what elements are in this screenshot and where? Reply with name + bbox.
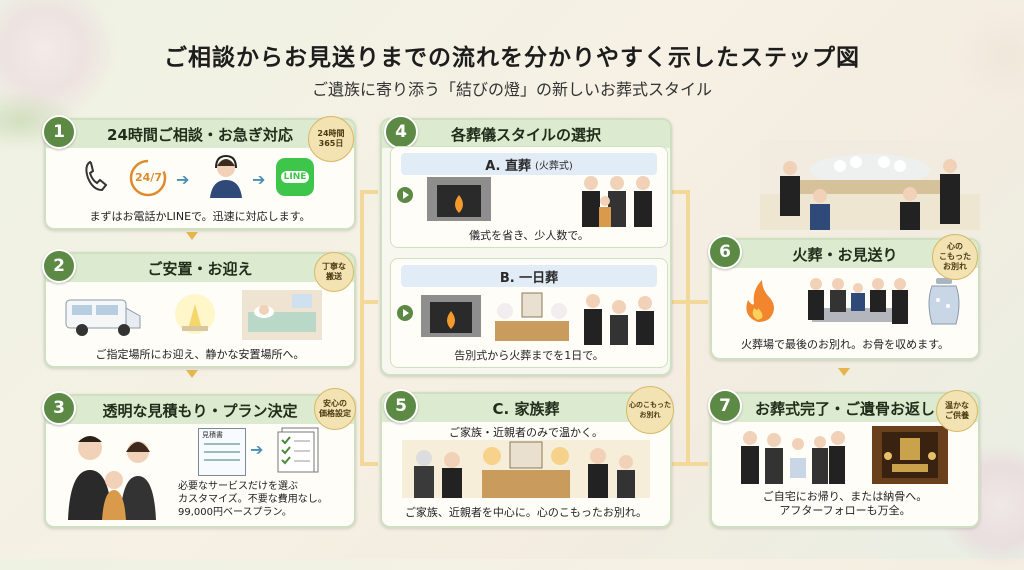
arrow-right-icon: ➔ (176, 170, 190, 189)
bed-icon (242, 290, 322, 340)
step-5-caption: ご家族、近親者を中心に。心のこもったお別れ。 (404, 506, 648, 519)
connector-line (360, 300, 378, 304)
step-4-title: 各葬儀スタイルの選択 (382, 120, 670, 148)
page-title: ご相談からお見送りまでの流れを分かりやすく示したステップ図 (164, 45, 860, 71)
step-number-6: 6 (708, 235, 742, 269)
step-card-5: C. 家族葬 ご家族・近親者のみで温かく。 ご家族、近親者を中心に。心のこもった… (380, 392, 672, 528)
step-1-caption: まずはお電話かLINEで。迅速に対応します。 (89, 210, 311, 223)
badge-24h: 24時間 365日 (308, 116, 354, 162)
step-5-top-caption: ご家族・近親者のみで温かく。 (449, 426, 603, 439)
line-app-label: LINE (280, 171, 310, 183)
connector-line (686, 190, 690, 465)
style-b-caption: 告別式から火葬までを1日で。 (454, 349, 604, 362)
step-number-3: 3 (42, 391, 76, 425)
mourners-icon (579, 291, 661, 345)
step-card-3: 透明な見積もり・プラン決定 見積書 ➔ 必要なサービスだけを選ぶ カスタマイズ。… (44, 394, 356, 528)
connector-line (670, 190, 690, 194)
arrow-right-icon: ➔ (250, 440, 264, 459)
step-3-caption: 必要なサービスだけを選ぶ カスタマイズ。不要な費用なし。 99,000円ベースプ… (178, 481, 328, 518)
play-icon (397, 305, 413, 321)
step-number-2: 2 (42, 249, 76, 283)
badge-careful-transport: 丁寧な 搬送 (314, 252, 354, 292)
play-icon (397, 187, 413, 203)
arrow-right-icon: ➔ (252, 170, 266, 189)
connector-line (360, 462, 378, 466)
badge-farewell: 心の こもった お別れ (932, 234, 978, 280)
arrow-down-icon (838, 368, 850, 376)
cremation-furnace-icon (427, 177, 491, 221)
clock-247-icon: 24/7 (126, 158, 170, 198)
style-b-title: B. 一日葬 (401, 265, 657, 287)
light-icon (172, 292, 218, 338)
step-card-2: ご安置・お迎え ご指定場所にお迎え、静かな安置場所へ。 (44, 252, 356, 368)
step-number-7: 7 (708, 389, 742, 423)
doc-line (204, 451, 240, 453)
style-a-sub: (火葬式) (534, 160, 573, 172)
family-funeral-scene-icon (402, 440, 650, 498)
step-2-title: ご安置・お迎え (46, 254, 354, 282)
estimate-document-icon: 見積書 (198, 428, 246, 476)
phone-icon (82, 158, 112, 194)
flame-icon (740, 278, 776, 324)
operator-icon (204, 152, 248, 198)
step-card-1: 24時間ご相談・お急ぎ対応 24/7 ➔ ➔ LINE まずはお電話かLINEで… (44, 118, 356, 230)
checklist-icon (274, 426, 324, 474)
badge-warm-memorial: 温かな ご供養 (936, 390, 978, 432)
style-a-title: A. 直葬(火葬式) (401, 153, 657, 175)
family-icon (60, 428, 170, 520)
altar-icon (495, 291, 569, 341)
step-number-4: 4 (384, 115, 418, 149)
connector-line (360, 190, 378, 194)
arrow-down-icon (186, 370, 198, 378)
step-7-caption: ご自宅にお帰り、または納骨へ。 アフターフォローも万全。 (762, 490, 928, 517)
step-1-title: 24時間ご相談・お急ぎ対応 (46, 120, 354, 148)
step-6-caption: 火葬場で最後のお別れ。お骨を収めます。 (740, 338, 949, 351)
doc-line (204, 443, 240, 445)
style-card-b: B. 一日葬 告別式から火葬までを1日で。 (390, 258, 668, 368)
line-app-icon: LINE (276, 158, 314, 196)
style-a-name: A. 直葬 (485, 158, 531, 174)
badge-price: 安心の 価格設定 (314, 388, 356, 430)
butsudan-altar-icon (872, 426, 948, 484)
step-3-title: 透明な見積もり・プラン決定 (46, 396, 354, 424)
van-icon (64, 294, 144, 338)
style-a-caption: 儀式を省き、少人数で。 (469, 229, 589, 242)
mourners-coffin-icon (802, 274, 912, 328)
step-5-title: C. 家族葬 (382, 394, 670, 422)
page-subtitle: ご遺族に寄り添う「結びの燈」の新しいお葬式スタイル (311, 80, 712, 99)
urn-icon (924, 278, 964, 326)
step-2-caption: ご指定場所にお迎え、静かな安置場所へ。 (95, 348, 305, 361)
connector-line (670, 462, 708, 466)
step-number-5: 5 (384, 389, 418, 423)
step-7-title: お葬式完了・ご遺骨お返し (712, 394, 978, 422)
family-mourners-icon (577, 173, 661, 227)
label-247: 24/7 (135, 171, 162, 184)
badge-heartfelt: 心のこもった お別れ (626, 386, 674, 434)
connector-line (360, 190, 364, 465)
step-number-1: 1 (42, 115, 76, 149)
ceremony-hall-scene (760, 140, 980, 230)
style-card-a: A. 直葬(火葬式) 儀式を省き、少人数で。 (390, 146, 668, 248)
doc-line (204, 459, 240, 461)
connector-line (670, 300, 708, 304)
family-with-urn-icon (736, 428, 846, 484)
lotus-decoration-topright (960, 0, 1024, 110)
step-card-7: お葬式完了・ご遺骨お返し ご自宅にお帰り、または納骨へ。 アフターフォローも万全… (710, 392, 980, 528)
arrow-down-icon (186, 232, 198, 240)
estimate-label: 見積書 (202, 431, 223, 439)
cremation-furnace-icon (421, 295, 481, 337)
